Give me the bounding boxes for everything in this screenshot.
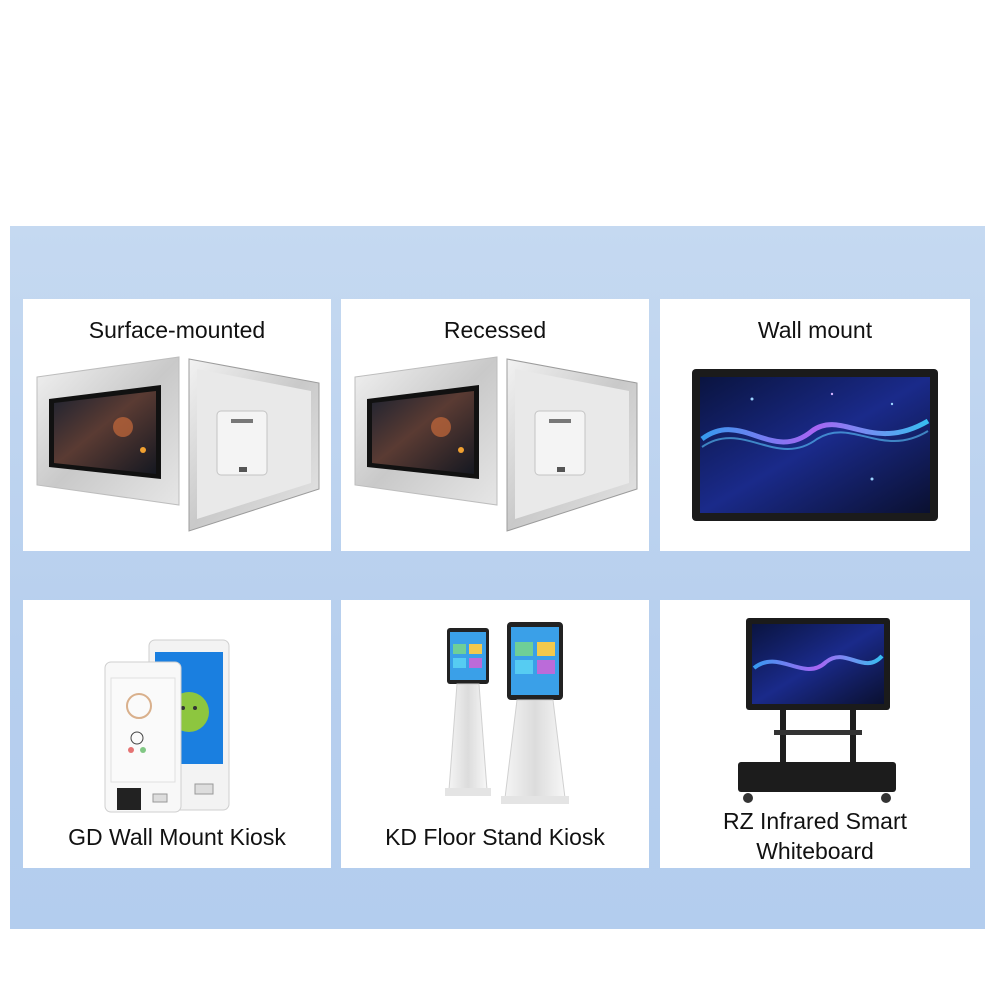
recessed-panel-pc-image <box>354 356 638 532</box>
wall-mount-display-image <box>692 369 938 521</box>
smart-whiteboard-image <box>738 618 896 803</box>
card-title-line-2: Whiteboard <box>756 838 874 864</box>
card-title: Surface-mounted <box>88 317 266 343</box>
surface-mounted-panel-pc-image <box>36 356 320 532</box>
card-title: Recessed <box>443 317 547 343</box>
product-grid-panel: Surface-mounted Recessed <box>10 226 985 929</box>
floor-stand-kiosk-image <box>445 622 569 804</box>
card-title: GD Wall Mount Kiosk <box>68 824 286 850</box>
card-title: Wall mount <box>757 317 873 343</box>
card-wall-mount[interactable]: Wall mount <box>660 299 970 551</box>
card-surface-mounted[interactable]: Surface-mounted <box>23 299 331 551</box>
card-title: KD Floor Stand Kiosk <box>385 824 605 850</box>
card-smart-whiteboard[interactable]: RZ Infrared Smart Whiteboard <box>660 600 970 868</box>
card-floor-stand-kiosk[interactable]: KD Floor Stand Kiosk <box>341 600 649 868</box>
card-recessed[interactable]: Recessed <box>341 299 649 551</box>
card-title-line-1: RZ Infrared Smart <box>722 808 908 834</box>
wall-mount-kiosk-image <box>104 639 230 813</box>
card-wall-mount-kiosk[interactable]: GD Wall Mount Kiosk <box>23 600 331 868</box>
